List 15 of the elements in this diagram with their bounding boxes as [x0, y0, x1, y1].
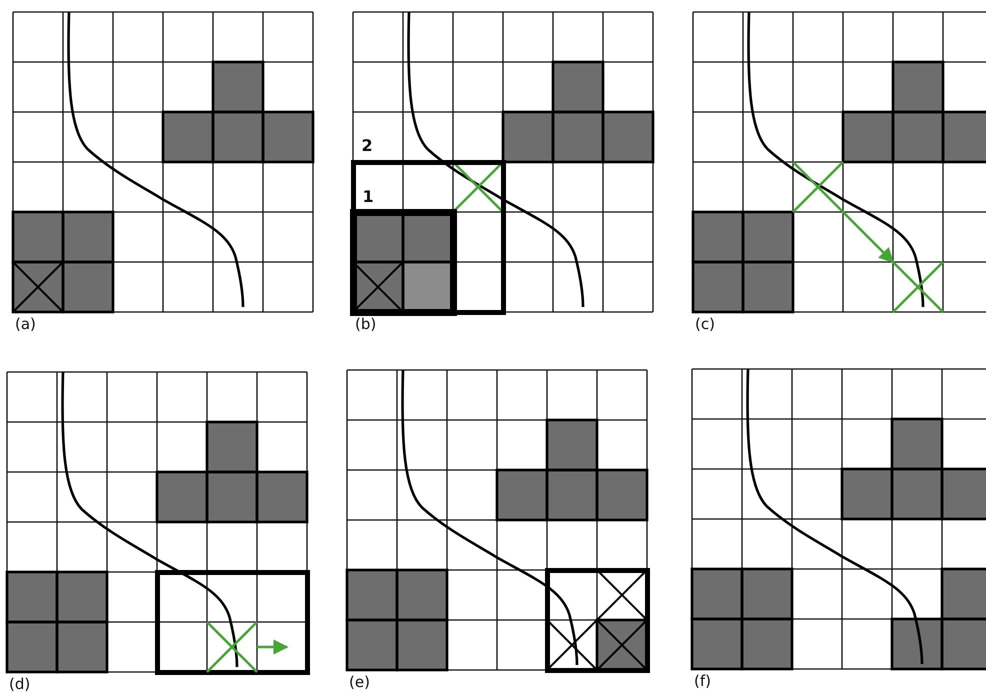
panel-label: (a) [15, 315, 36, 333]
panel-label: (e) [349, 673, 370, 691]
panel-label: (b) [355, 315, 376, 333]
box-number: 1 [362, 188, 374, 206]
cross-marker [893, 262, 943, 312]
panel-label: (d) [9, 675, 30, 692]
bounding-box [544, 568, 650, 672]
arrow [842, 211, 894, 264]
cross-marker [793, 162, 843, 212]
panel-label: (f) [694, 672, 711, 690]
cross-marker [207, 622, 257, 672]
arrow [257, 640, 288, 654]
panel-label: (c) [695, 315, 715, 333]
box-number: 2 [362, 136, 373, 154]
bounding-box [154, 570, 310, 674]
